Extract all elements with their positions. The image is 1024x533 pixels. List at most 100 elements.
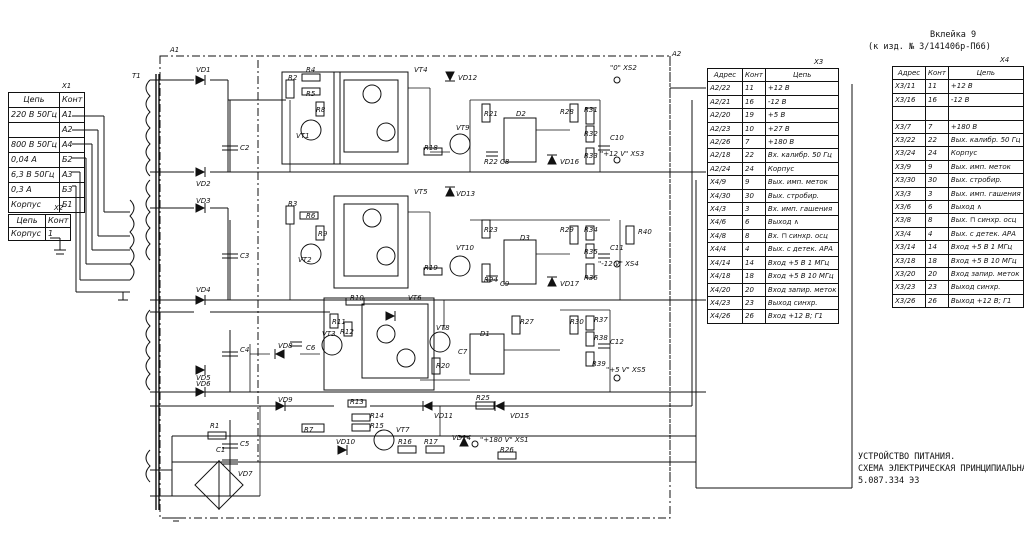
label-r19: R19 [424,264,438,272]
table-cell: X3/6 [892,200,926,215]
table-cell: -12 В [764,94,840,110]
label-vd1: VD1 [196,66,211,74]
label-vd12: VD12 [458,74,478,82]
test-points [471,76,621,448]
table-cell: Вых. с детек. АРА [947,226,1024,242]
table-header-row: Адрес Конт Цепь [892,65,1024,81]
table-cell: 6,3 В 50Гц [8,167,60,183]
label-x4: X4 [999,56,1009,64]
table-cell: Вход +5 В 10 МГц [947,253,1024,269]
table-cell: 20 [742,282,766,297]
label-a1: А1 [169,46,179,54]
label-r26: R26 [500,446,514,454]
table-cell [947,106,1024,121]
table-cell: Вход +5 В 1 МГц [764,255,840,271]
table-cell: 11 [742,81,766,96]
label-r34: R34 [584,226,598,234]
table-cell [8,122,60,138]
label-r39: R39 [592,360,606,368]
table-cell: Вых. с детек. АРА [764,242,840,257]
table-cell: X4/3 [707,202,743,217]
label-vd5: VD5 [196,374,211,382]
table-cell: 14 [742,255,766,271]
table-cell: +180 В [764,135,840,150]
table-cell: 26 [925,293,949,309]
label-vt9: VT9 [456,124,470,132]
label-c1: C1 [216,446,225,454]
table-cell: Вход +5 В 1 МГц [947,240,1024,255]
table-cell: 7 [742,135,766,150]
table-cell: А2/24 [707,161,743,177]
label-r11: R11 [332,318,346,326]
table-cell: X3/26 [892,293,926,309]
label-vd11: VD11 [434,412,453,420]
label-vd14: VD14 [452,434,471,442]
table-cell: 9 [742,175,766,190]
transistors [300,84,471,451]
label-x3: X3 [813,58,823,66]
table-cell: 19 [742,108,766,123]
label-vt5: VT5 [414,188,428,196]
label-vt6: VT6 [408,294,422,302]
label-vd3: VD3 [196,197,211,205]
table-cell: 6 [742,215,766,230]
column-header: Цепь [8,92,60,108]
table-cell: Корпус [947,146,1024,161]
label-xs5: "+5 V" XS5 [606,366,646,374]
label-r29: R29 [560,226,574,234]
table-cell: Б1 [58,197,86,213]
label-r25: R25 [476,394,490,402]
table-cell: 4 [925,226,949,242]
label-r18: R18 [424,144,438,152]
table-cell: 8 [925,213,949,228]
label-r17: R17 [424,438,438,446]
table-cell: X3/18 [892,253,926,269]
table-cell: 1 [44,227,72,241]
table-cell: 16 [742,94,766,110]
table-cell: +180 В [947,119,1024,135]
column-header: Конт [44,214,72,228]
label-r5: R5 [306,90,316,98]
table-cell: А2/20 [707,108,743,123]
label-vt10: VT10 [456,244,475,252]
table-cell: Корпус [764,161,840,177]
drawing-number: 5.087.334 ЭЗ [858,476,920,486]
label-r10: R10 [350,294,364,302]
label-r28: R28 [560,108,574,116]
rails [150,79,853,497]
ics [469,117,537,375]
table-cell: 18 [742,269,766,284]
label-d3: D3 [520,234,530,242]
table-cell: X3/7 [892,119,926,135]
label-c5: C5 [240,440,250,448]
label-r13: R13 [350,398,364,406]
table-cell: 7 [925,119,949,135]
label-xs3: "+12 V" XS3 [600,150,644,158]
table-cell: Вых. имп. гашения [947,186,1024,202]
label-t1: T1 [132,72,141,80]
table-cell: X4/30 [707,188,743,204]
table-cell [925,106,949,121]
table-cell: Корпус [8,197,60,213]
label-xs4: "-12 V" XS4 [598,260,639,268]
table-cell: 23 [925,280,949,295]
table-row [892,106,1024,121]
table-cell: Вых. стробир. [764,188,840,204]
column-header: Адрес [892,65,926,81]
label-r8: R8 [316,106,326,114]
